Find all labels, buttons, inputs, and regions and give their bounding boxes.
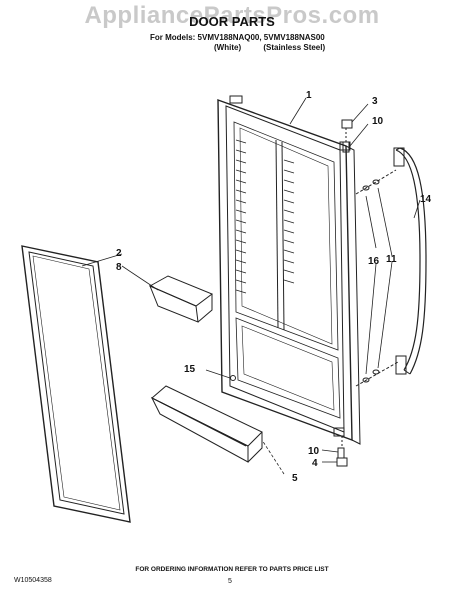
hinge-cap-top: [341, 119, 353, 153]
variant-stainless: (Stainless Steel): [263, 43, 326, 52]
watermark: AppliancePartsPros.com: [84, 2, 380, 29]
page-number: 5: [228, 578, 232, 585]
callout-10-top: 10: [372, 116, 384, 127]
callout-3: 3: [372, 96, 378, 107]
door-gasket: [21, 245, 131, 523]
callout-2: 2: [116, 248, 122, 259]
door-shelf-long: [150, 385, 263, 463]
callout-4: 4: [312, 458, 318, 469]
document-id: W10504358: [14, 577, 52, 584]
callout-10-bottom: 10: [308, 446, 320, 457]
callout-1: 1: [306, 90, 312, 101]
callout-11: 11: [386, 254, 397, 265]
door-handle: [393, 147, 427, 375]
variants-line: (White) (Stainless Steel): [214, 43, 345, 52]
page-title: DOOR PARTS: [189, 14, 275, 29]
callout-14: 14: [420, 194, 432, 205]
models-line: For Models: 5VMV188NAQ00, 5VMV188NAS00: [150, 33, 325, 42]
bottom-hinge-parts: [336, 436, 348, 467]
callout-5: 5: [292, 473, 298, 484]
door-liner: [217, 95, 361, 445]
leader-lines: [81, 97, 421, 475]
callout-8: 8: [116, 262, 122, 273]
callout-16: 16: [368, 256, 380, 267]
screw-15: [230, 375, 236, 381]
callout-15: 15: [184, 364, 196, 375]
variant-white: (White): [214, 43, 242, 52]
ordering-note: FOR ORDERING INFORMATION REFER TO PARTS …: [135, 566, 329, 573]
handle-fasteners: [355, 169, 399, 387]
door-bin-small: [148, 275, 214, 323]
